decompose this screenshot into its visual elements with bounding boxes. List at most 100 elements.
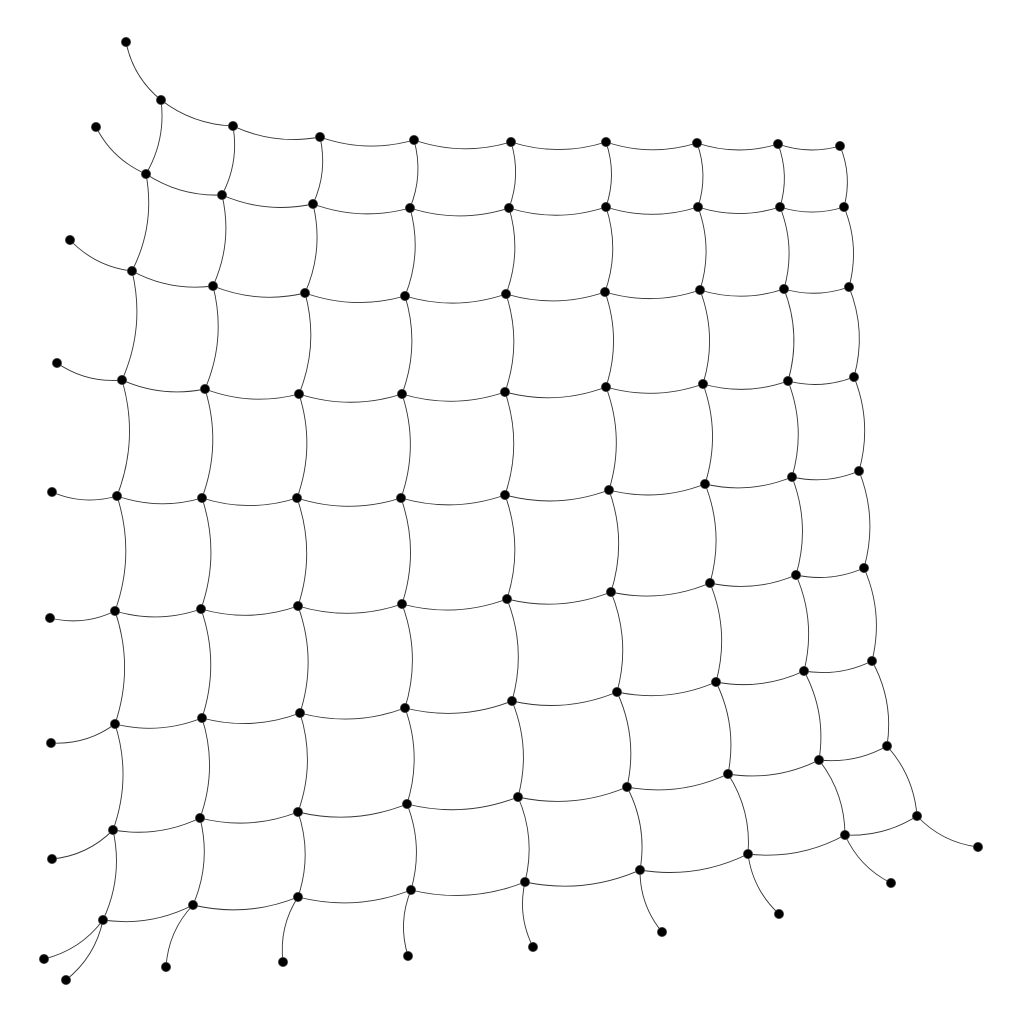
edge-v xyxy=(114,495,127,612)
edge-v xyxy=(200,497,212,610)
edge-v xyxy=(201,388,214,499)
graph-node xyxy=(207,280,218,291)
edge-h xyxy=(818,745,888,762)
edge-v xyxy=(848,286,860,378)
edge-h xyxy=(795,567,865,578)
graph-node xyxy=(840,830,851,841)
edge-h xyxy=(312,203,411,215)
edge-v xyxy=(803,670,822,761)
edge-h xyxy=(605,383,704,394)
edge-v xyxy=(727,773,749,855)
edge-h xyxy=(160,99,234,127)
graph-node-pendant xyxy=(402,951,413,962)
edge-h xyxy=(409,207,510,217)
edge-v xyxy=(204,285,219,390)
graph-node-pendant xyxy=(45,613,56,624)
graph-node-pendant xyxy=(46,738,57,749)
graph-node xyxy=(849,371,860,382)
edge-h xyxy=(605,141,698,151)
graph-node-pendant xyxy=(160,962,171,973)
edge-pendant xyxy=(916,815,979,848)
graph-node xyxy=(292,601,303,612)
edge-v xyxy=(605,386,617,491)
edge-h xyxy=(410,881,526,896)
edge-v xyxy=(504,391,515,496)
edge-h xyxy=(697,206,781,214)
edge-h xyxy=(304,292,406,304)
edge-h xyxy=(121,379,206,393)
graph-node xyxy=(783,375,794,386)
edge-h xyxy=(779,206,845,213)
node-layer xyxy=(39,37,984,986)
edge-h xyxy=(504,386,607,399)
graph-node-pendant xyxy=(973,842,984,853)
edge-pendant xyxy=(281,896,299,963)
edge-v xyxy=(400,497,411,605)
graph-node xyxy=(155,95,166,106)
edge-h xyxy=(199,811,299,824)
edge-h xyxy=(114,608,202,618)
edge-h xyxy=(299,707,406,720)
edge-v xyxy=(406,803,417,891)
edge-layer xyxy=(43,41,979,981)
edge-h xyxy=(221,194,314,208)
edge-h xyxy=(791,470,860,481)
edge-h xyxy=(297,803,408,818)
edge-h xyxy=(401,598,508,611)
graph-node-pendant xyxy=(61,975,72,986)
edge-h xyxy=(192,896,299,911)
edge-v xyxy=(192,817,205,906)
edge-h xyxy=(232,125,321,140)
edge-v xyxy=(401,295,413,395)
graph-node xyxy=(505,136,516,147)
edge-pendant xyxy=(51,491,118,501)
edge-h xyxy=(131,270,214,288)
graph-node xyxy=(140,168,151,179)
graph-node xyxy=(292,892,303,903)
edge-v xyxy=(404,207,416,297)
edge-v xyxy=(697,206,707,291)
edge-v xyxy=(404,707,415,805)
edge-h xyxy=(604,289,701,300)
edge-h xyxy=(506,591,612,605)
edge-h xyxy=(116,495,203,505)
graph-node xyxy=(773,138,784,149)
edge-pendant xyxy=(56,362,123,381)
edge-h xyxy=(413,139,512,150)
graph-node xyxy=(399,290,410,301)
graph-node xyxy=(117,374,128,385)
graph-node xyxy=(791,570,802,581)
edge-h xyxy=(783,286,850,294)
graph-node xyxy=(500,288,511,299)
graph-node xyxy=(187,900,198,911)
edge-v xyxy=(871,660,890,747)
graph-node xyxy=(859,563,870,574)
edge-v xyxy=(297,811,306,898)
graph-node xyxy=(292,807,303,818)
edge-h xyxy=(524,869,641,887)
graph-node-pendant xyxy=(277,957,288,968)
graph-node xyxy=(499,386,510,397)
graph-node-pendant xyxy=(47,854,58,865)
edge-h xyxy=(709,574,797,587)
edge-h xyxy=(201,497,298,507)
edge-h xyxy=(696,142,779,151)
edge-pendant xyxy=(125,41,162,101)
graph-node xyxy=(779,283,790,294)
edge-h xyxy=(212,285,306,298)
edge-h xyxy=(610,582,711,597)
edge-v xyxy=(605,141,612,208)
graph-node xyxy=(408,134,419,145)
edge-h xyxy=(704,476,793,489)
edge-v xyxy=(114,610,125,725)
edge-h xyxy=(401,391,506,402)
graph-node xyxy=(503,202,514,213)
graph-node-pendant xyxy=(121,37,132,48)
edge-v xyxy=(863,567,877,662)
edge-v xyxy=(296,497,308,607)
graph-node xyxy=(501,594,512,605)
edge-h xyxy=(511,691,618,706)
edge-h xyxy=(844,815,918,836)
graph-node xyxy=(600,286,611,297)
